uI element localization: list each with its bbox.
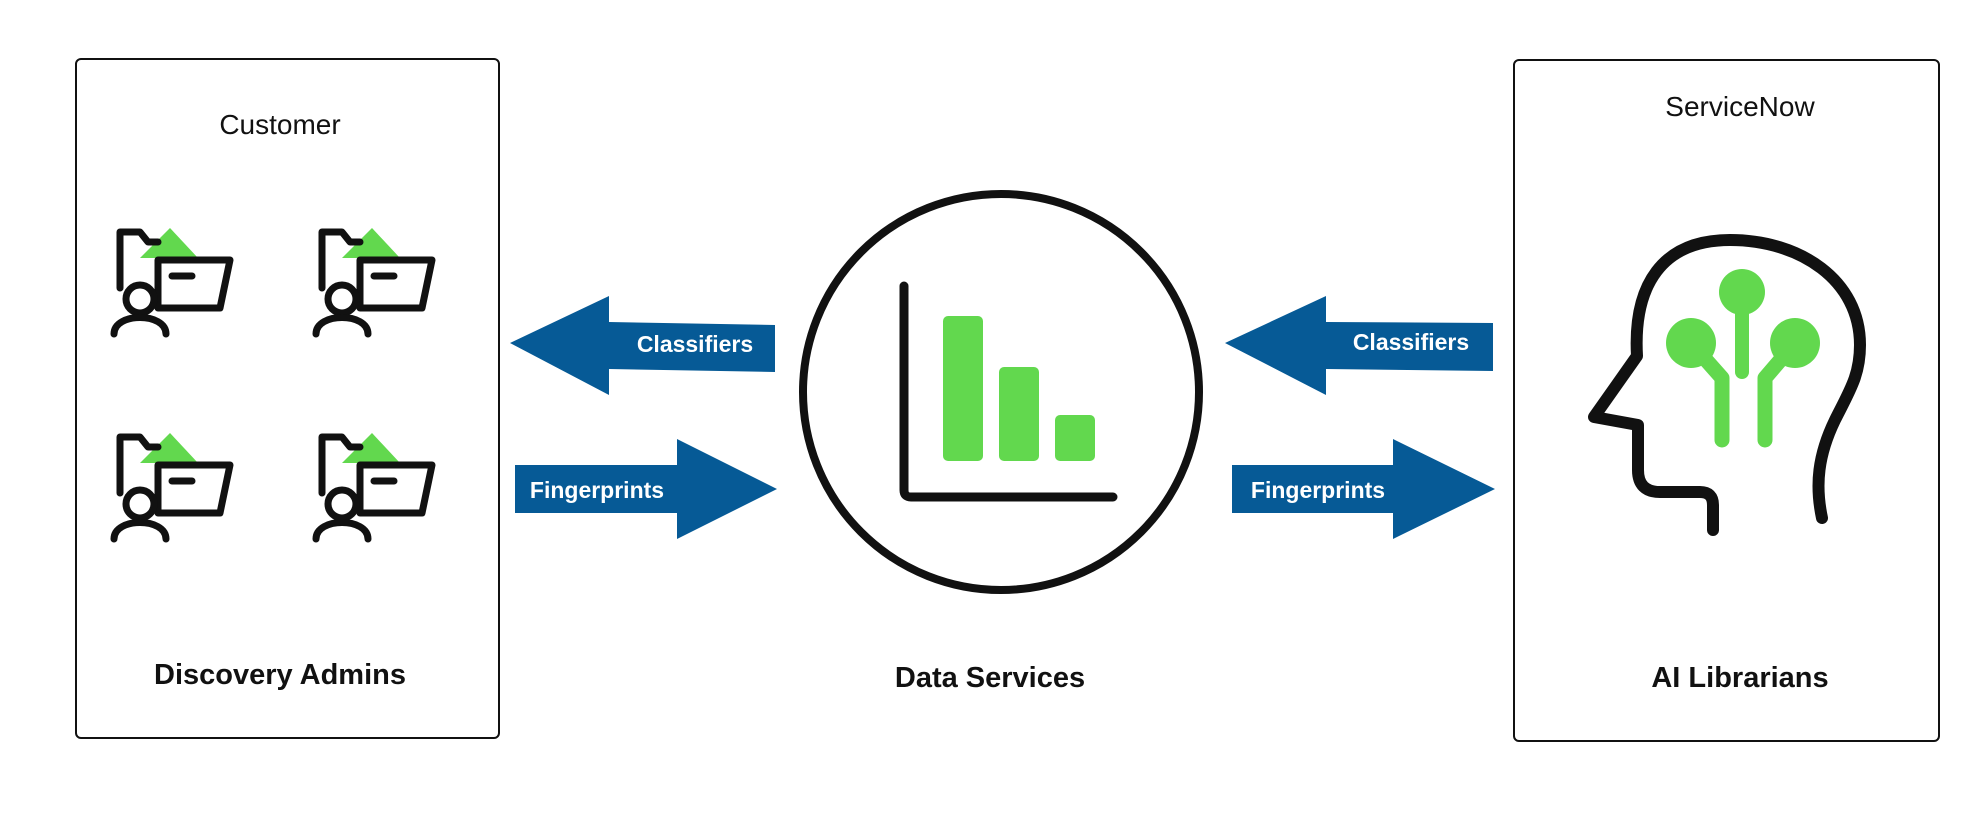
servicenow-panel: ServiceNow AI Librarians — [1513, 59, 1940, 742]
servicenow-panel-caption: AI Librarians — [1651, 662, 1828, 694]
bar-chart-icon — [899, 281, 1118, 502]
arrow-fingerprints-right-shape — [1232, 439, 1495, 539]
arrow-fingerprints-left-shape — [515, 439, 777, 539]
arrow-classifiers-right: Classifiers — [1225, 296, 1493, 395]
bar-chart-bar — [999, 367, 1039, 461]
arrow-classifiers-left-label: Classifiers — [637, 331, 753, 357]
arrow-classifiers-right-shape — [1225, 296, 1493, 395]
data-services-caption: Data Services — [895, 662, 1085, 694]
arrow-classifiers-right-label: Classifiers — [1353, 329, 1469, 355]
arrow-fingerprints-right: Fingerprints — [1232, 439, 1495, 539]
customer-panel-border — [75, 58, 500, 739]
bar-chart-bar — [943, 316, 983, 461]
bar-chart-bar — [1055, 415, 1095, 461]
arrow-fingerprints-left: Fingerprints — [515, 439, 777, 539]
arrow-classifiers-left-shape — [510, 296, 775, 395]
customer-panel-title: Customer — [219, 109, 340, 140]
arrow-fingerprints-right-label: Fingerprints — [1251, 477, 1385, 503]
data-services-node: Data Services — [799, 190, 1203, 694]
customer-panel: Customer Discovery Admins — [75, 58, 500, 739]
servicenow-panel-title: ServiceNow — [1665, 91, 1815, 122]
customer-panel-caption: Discovery Admins — [154, 659, 406, 691]
arrow-fingerprints-left-label: Fingerprints — [530, 477, 664, 503]
ai-head-icon — [1588, 234, 1866, 536]
arrow-classifiers-left: Classifiers — [510, 296, 775, 395]
